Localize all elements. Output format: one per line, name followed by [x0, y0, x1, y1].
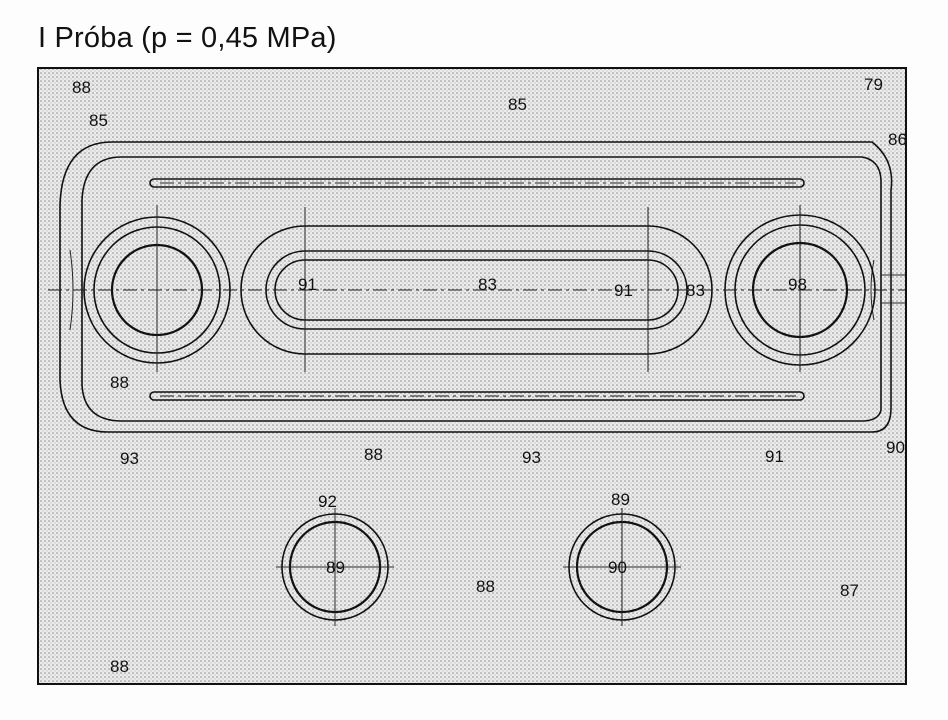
label-right-gap: 83 [686, 281, 705, 300]
plate-frame [37, 67, 907, 685]
label-right-bottom: 87 [840, 581, 859, 600]
gasket-outline [59, 141, 905, 433]
label-hole-center: 83 [478, 275, 497, 294]
label-hole-left: 91 [298, 275, 317, 294]
port-bottom-left [276, 508, 394, 626]
label-left-mid: 88 [110, 373, 129, 392]
label-bottom-1: 93 [120, 449, 139, 468]
label-bottom-left: 88 [110, 657, 129, 676]
label-port-br-center: 90 [608, 558, 627, 577]
groove-top [149, 178, 805, 188]
groove-bottom [149, 391, 805, 401]
label-right-1: 86 [888, 130, 907, 149]
label-bottom-right: 90 [886, 438, 905, 457]
label-bottom-2: 88 [364, 445, 383, 464]
label-mid-bottom: 88 [476, 577, 495, 596]
central-slot [240, 207, 713, 372]
label-port-br-top: 89 [611, 490, 630, 509]
label-port-bl-center: 89 [326, 558, 345, 577]
label-bottom-3: 93 [522, 448, 541, 467]
label-top-left-2: 85 [89, 111, 108, 130]
label-port-right: 98 [788, 275, 807, 294]
label-bottom-4: 91 [765, 447, 784, 466]
label-top-left: 88 [72, 78, 91, 97]
diagram-title: I Próba (p = 0,45 MPa) [38, 22, 337, 54]
label-hole-right: 91 [614, 281, 633, 300]
label-port-bl-top: 92 [318, 492, 337, 511]
label-top-right: 79 [864, 75, 883, 94]
port-bottom-right [563, 508, 681, 626]
label-top: 85 [508, 95, 527, 114]
